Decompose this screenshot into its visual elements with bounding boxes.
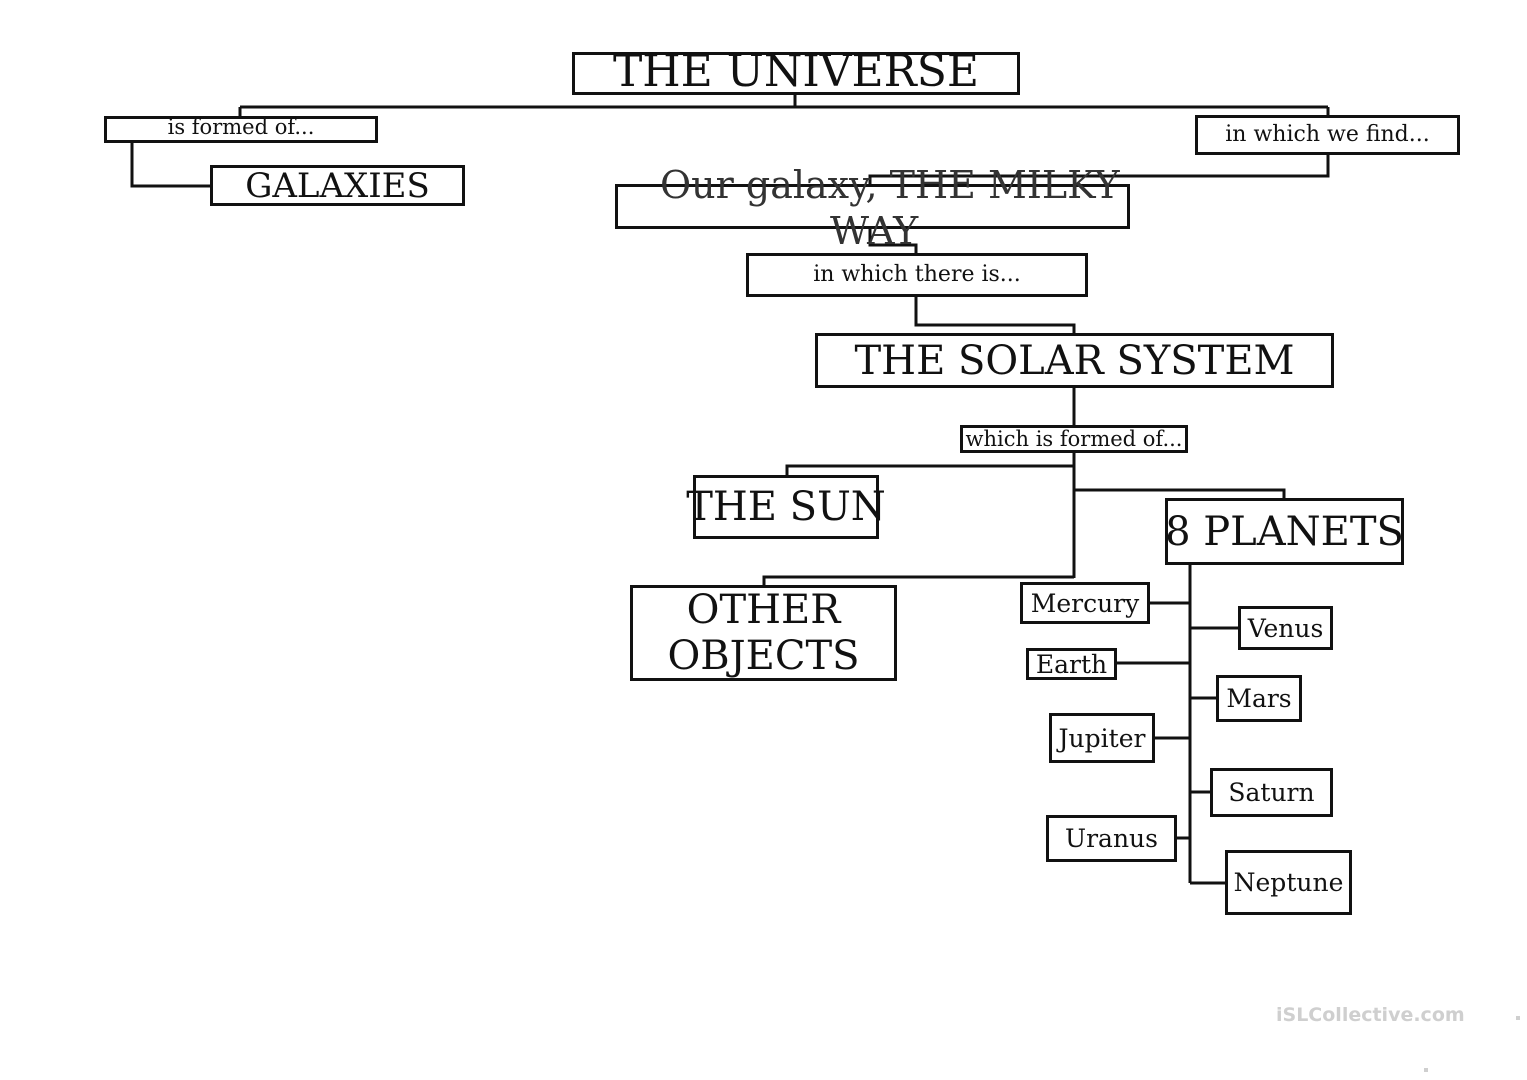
planets-box: 8 PLANETS: [1165, 498, 1404, 565]
planets-label: 8 PLANETS: [1165, 508, 1404, 555]
planet-earth-label: Earth: [1035, 649, 1108, 679]
planet-earth: Earth: [1026, 648, 1117, 680]
planet-uranus-label: Uranus: [1065, 824, 1158, 853]
solar-formed-label-box: which is formed of...: [960, 425, 1188, 453]
planet-neptune-label: Neptune: [1233, 868, 1344, 897]
planet-venus-label: Venus: [1247, 613, 1324, 643]
other-objects-box: OTHER OBJECTS: [630, 585, 897, 681]
decorative-dot: [1424, 1068, 1428, 1072]
find-label-box: in which we find...: [1195, 115, 1460, 155]
solar-system-box: THE SOLAR SYSTEM: [815, 333, 1334, 388]
formed-of-label: is formed of...: [167, 115, 315, 139]
formed-of-label-box: is formed of...: [104, 116, 378, 143]
planet-jupiter: Jupiter: [1049, 713, 1155, 763]
universe-box: THE UNIVERSE: [572, 45, 1020, 97]
milky-way-box: [615, 184, 1130, 229]
other-objects-line1: OTHER: [686, 587, 841, 633]
there-is-label-box: in which there is...: [746, 253, 1088, 297]
watermark: iSLCollective.com: [1276, 1004, 1465, 1026]
other-objects-line2: OBJECTS: [667, 633, 860, 679]
galaxies-box: GALAXIES: [210, 165, 465, 206]
galaxies-label: GALAXIES: [245, 165, 430, 206]
solar-system-label: THE SOLAR SYSTEM: [854, 337, 1295, 384]
sun-box: THE SUN: [686, 475, 886, 539]
milky-way-label-line1: Our galaxy, THE MILKY: [660, 163, 1120, 207]
planet-venus: Venus: [1238, 606, 1333, 650]
planet-mercury-label: Mercury: [1030, 588, 1140, 618]
planet-mercury: Mercury: [1020, 582, 1150, 624]
planet-mars: Mars: [1216, 675, 1302, 722]
milky-way-label-line2: WAY: [830, 209, 919, 253]
decorative-dot: [1516, 1016, 1520, 1020]
universe-title: THE UNIVERSE: [612, 45, 980, 97]
sun-label: THE SUN: [686, 484, 886, 530]
find-label: in which we find...: [1225, 122, 1430, 147]
planet-jupiter-label: Jupiter: [1058, 723, 1146, 753]
planet-uranus: Uranus: [1046, 815, 1177, 862]
planet-mars-label: Mars: [1226, 684, 1292, 713]
planet-saturn-label: Saturn: [1228, 778, 1315, 807]
there-is-label: in which there is...: [813, 262, 1021, 287]
planet-neptune: Neptune: [1225, 850, 1352, 915]
solar-formed-label: which is formed of...: [965, 426, 1183, 451]
planet-saturn: Saturn: [1210, 768, 1333, 817]
